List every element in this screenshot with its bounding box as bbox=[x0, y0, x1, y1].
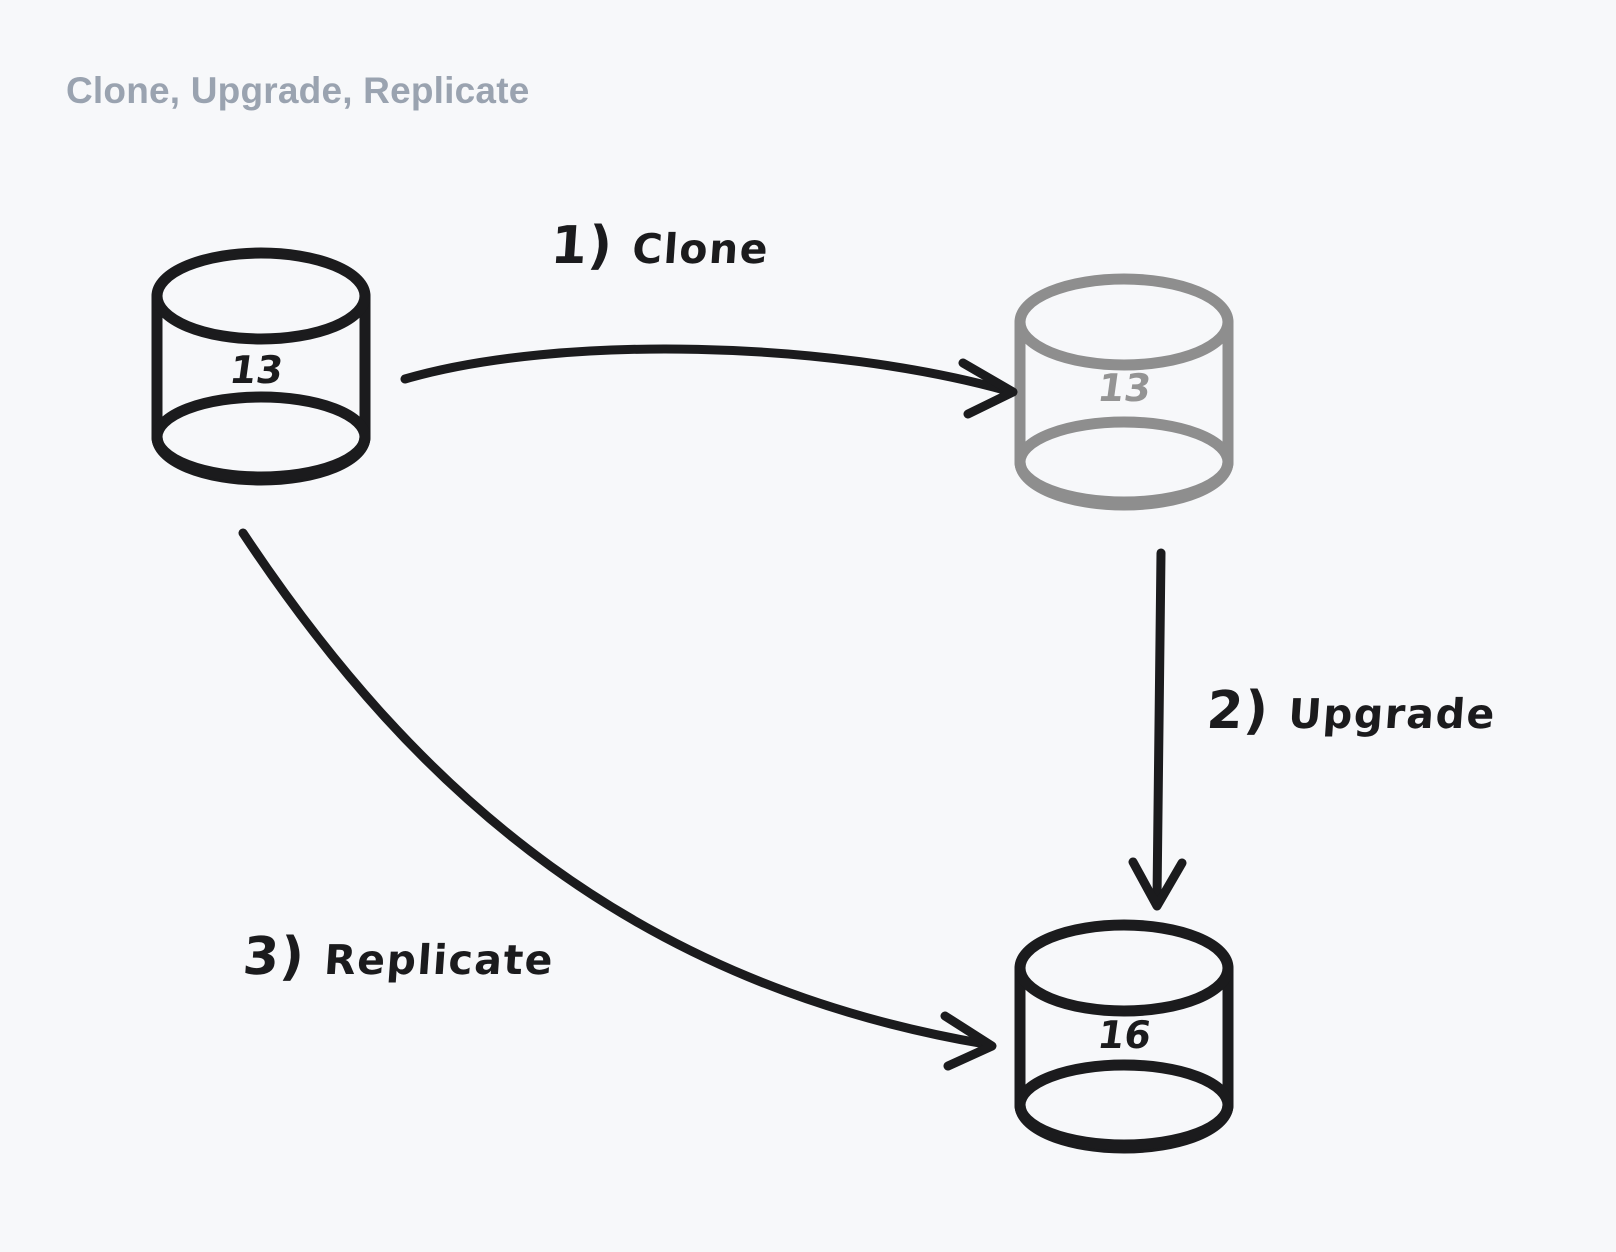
edge-upgrade-label-text: Upgrade bbox=[1286, 690, 1498, 738]
node-upgraded-db[interactable] bbox=[1014, 919, 1234, 1154]
node-source-db-value: 13 bbox=[226, 348, 286, 392]
node-clone-db-value: 13 bbox=[1094, 366, 1154, 410]
edge-clone-step: 1) bbox=[548, 216, 616, 276]
edge-replicate-label: 3) Replicate bbox=[241, 927, 556, 987]
node-source-db[interactable] bbox=[151, 247, 371, 486]
edge-clone-label-text: Clone bbox=[630, 225, 771, 273]
node-upgraded-db-value: 16 bbox=[1094, 1013, 1154, 1057]
edge-clone-label: 1) Clone bbox=[549, 216, 772, 276]
edge-upgrade-label: 2) Upgrade bbox=[1205, 681, 1498, 741]
page-title: Clone, Upgrade, Replicate bbox=[66, 70, 530, 111]
edge-upgrade-step: 2) bbox=[1204, 681, 1272, 741]
edge-replicate-label-text: Replicate bbox=[322, 936, 556, 984]
edge-replicate-step: 3) bbox=[240, 927, 308, 987]
node-clone-db[interactable] bbox=[1014, 273, 1234, 511]
edge-replicate-arrow bbox=[238, 528, 997, 1071]
edge-upgrade-arrow bbox=[1128, 548, 1187, 911]
edge-clone-arrow bbox=[400, 344, 1018, 419]
